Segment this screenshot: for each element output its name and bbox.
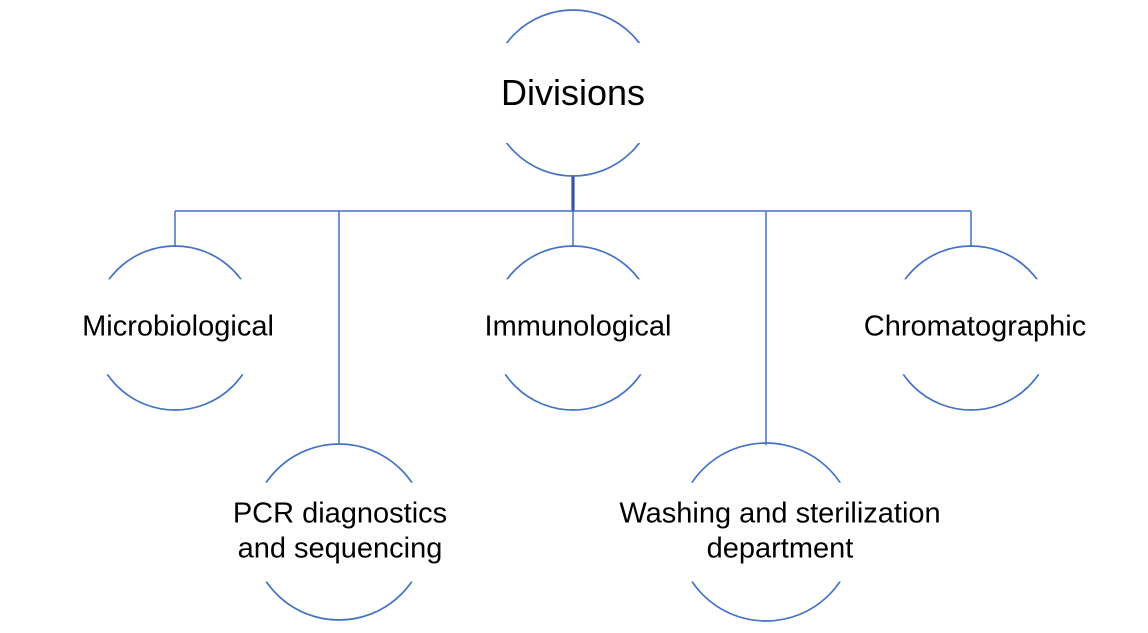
- node-label-divisions: Divisions: [484, 43, 662, 143]
- node-label-washing: Washing and sterilization department: [604, 482, 956, 582]
- node-label-immunological: Immunological: [474, 279, 682, 375]
- node-label-microbiological: Microbiological: [72, 279, 284, 375]
- node-label-pcr: PCR diagnostics and sequencing: [222, 482, 458, 582]
- node-label-chromatographic: Chromatographic: [853, 279, 1097, 375]
